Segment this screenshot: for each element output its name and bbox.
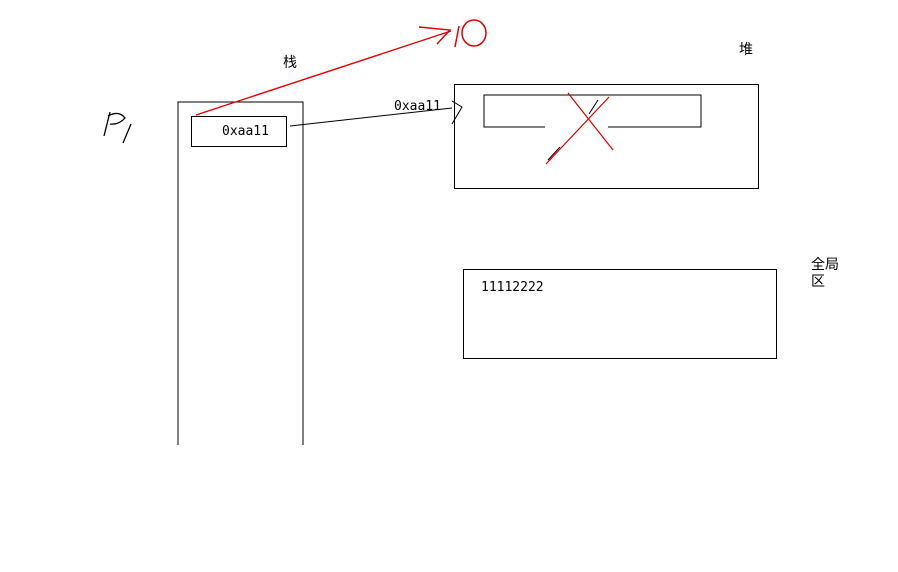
freed-x-stroke-b: [545, 96, 610, 165]
p1-handwritten: [103, 111, 132, 144]
heap-address-label: 0xaa11: [394, 99, 441, 114]
freed-x-stroke-a: [567, 92, 614, 151]
null-arrow-line: [195, 30, 452, 116]
pointer-arrow-line: [289, 107, 453, 127]
null-zero-mark: [461, 19, 487, 47]
null-arrow-head: [418, 26, 452, 45]
global-label-line1: 全局: [811, 257, 839, 273]
global-value: 11112222: [481, 280, 544, 295]
heap-block-left: [483, 94, 702, 128]
freed-x-stroke-c: [588, 99, 599, 115]
global-label-line2: 区: [811, 274, 825, 290]
heap-label: 堆: [739, 42, 753, 58]
freed-x-stroke-d: [547, 146, 561, 161]
global-region: [463, 269, 777, 359]
null-one-stroke: [454, 25, 460, 48]
heap-region: [454, 84, 759, 189]
stack-cell: [191, 116, 287, 147]
stack-label: 栈: [283, 55, 297, 71]
stack-column: [177, 101, 304, 445]
stack-cell-value: 0xaa11: [222, 124, 269, 139]
pointer-arrow-head: [451, 100, 463, 125]
